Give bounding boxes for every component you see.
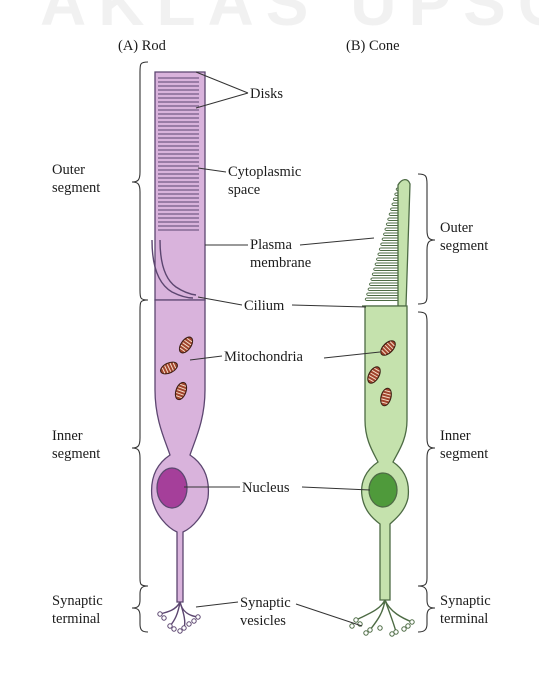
cone-disk bbox=[369, 283, 398, 286]
synaptic-vesicle bbox=[350, 624, 354, 628]
rod-outer-label: Outer bbox=[52, 162, 85, 178]
vesicles-label-2: vesicles bbox=[240, 613, 286, 629]
cone-terminal-label-2: terminal bbox=[440, 611, 488, 627]
synaptic-vesicle bbox=[378, 626, 382, 630]
cone-outer-label: Outer bbox=[440, 220, 473, 236]
cone-synaptic-vesicles bbox=[350, 618, 414, 636]
cone-inner-brace bbox=[418, 312, 435, 586]
disks-label: Disks bbox=[250, 86, 283, 102]
cone-outer-label-2: segment bbox=[440, 238, 488, 254]
cone-disk bbox=[378, 253, 398, 256]
cone-disk bbox=[375, 263, 398, 266]
cone-disk bbox=[391, 208, 398, 211]
synaptic-vesicle bbox=[178, 629, 182, 633]
cone-disk bbox=[365, 298, 398, 301]
cytoplasmic-label-2: space bbox=[228, 182, 260, 198]
cone-disk bbox=[368, 288, 398, 291]
rod-terminal-label: Synaptic bbox=[52, 593, 103, 609]
plasma-label-2: membrane bbox=[250, 255, 311, 271]
cone-disk bbox=[367, 293, 398, 296]
synaptic-vesicle bbox=[192, 619, 196, 623]
cone-disk bbox=[371, 278, 398, 281]
rod-nucleus bbox=[157, 468, 187, 508]
cone-disk bbox=[386, 223, 398, 226]
cone-disk bbox=[374, 268, 398, 271]
plasma-label: Plasma bbox=[250, 237, 292, 253]
cone-terminal-label: Synaptic bbox=[440, 593, 491, 609]
cone-disk bbox=[379, 248, 398, 251]
rod-inner-brace bbox=[132, 300, 148, 586]
mitochondria-label: Mitochondria bbox=[224, 349, 303, 365]
cone-cell bbox=[350, 180, 414, 637]
cone-inner-label-2: segment bbox=[440, 446, 488, 462]
rod-inner-label-2: segment bbox=[52, 446, 100, 462]
cone-title: (B) Cone bbox=[346, 38, 400, 54]
cone-disk bbox=[372, 273, 398, 276]
cone-disk bbox=[385, 228, 398, 231]
rod-cell bbox=[152, 72, 209, 633]
cone-disk bbox=[384, 233, 398, 236]
synaptic-vesicle bbox=[172, 627, 176, 631]
synaptic-vesicle bbox=[187, 622, 191, 626]
cone-disk bbox=[392, 203, 398, 206]
cone-disks bbox=[365, 188, 398, 301]
rod-title: (A) Rod bbox=[118, 38, 167, 54]
synaptic-vesicle bbox=[402, 627, 406, 631]
cone-disk bbox=[381, 243, 398, 246]
rod-terminal-brace bbox=[132, 586, 148, 632]
synaptic-vesicle bbox=[182, 626, 186, 630]
synaptic-vesicle bbox=[390, 632, 394, 636]
vesicles-label: Synaptic bbox=[240, 595, 291, 611]
cone-nucleus bbox=[369, 473, 397, 507]
synaptic-vesicle bbox=[368, 628, 372, 632]
synaptic-vesicle bbox=[162, 616, 166, 620]
cone-disk bbox=[393, 198, 398, 201]
synaptic-vesicle bbox=[406, 624, 410, 628]
rod-synaptic-terminal bbox=[160, 602, 198, 628]
cytoplasmic-label: Cytoplasmic bbox=[228, 164, 301, 180]
synaptic-vesicle bbox=[168, 624, 172, 628]
cone-disk bbox=[388, 218, 398, 221]
cone-disk bbox=[389, 213, 398, 216]
rod-terminal-label-2: terminal bbox=[52, 611, 100, 627]
cone-disk bbox=[376, 258, 398, 261]
cilium-label: Cilium bbox=[244, 298, 285, 314]
synaptic-vesicle bbox=[354, 618, 358, 622]
nucleus-label: Nucleus bbox=[242, 480, 290, 496]
rod-inner-label: Inner bbox=[52, 428, 83, 444]
synaptic-vesicle bbox=[410, 620, 414, 624]
rod-outer-label-2: segment bbox=[52, 180, 100, 196]
synaptic-vesicle bbox=[364, 631, 368, 635]
cone-disk bbox=[382, 238, 398, 241]
synaptic-vesicle bbox=[196, 615, 200, 619]
cone-inner-label: Inner bbox=[440, 428, 471, 444]
rod-outer-brace bbox=[132, 62, 148, 300]
rod-synaptic-vesicles bbox=[158, 612, 200, 633]
synaptic-vesicle bbox=[158, 612, 162, 616]
cone-outer-brace bbox=[418, 174, 435, 304]
cone-terminal-brace bbox=[418, 586, 435, 632]
